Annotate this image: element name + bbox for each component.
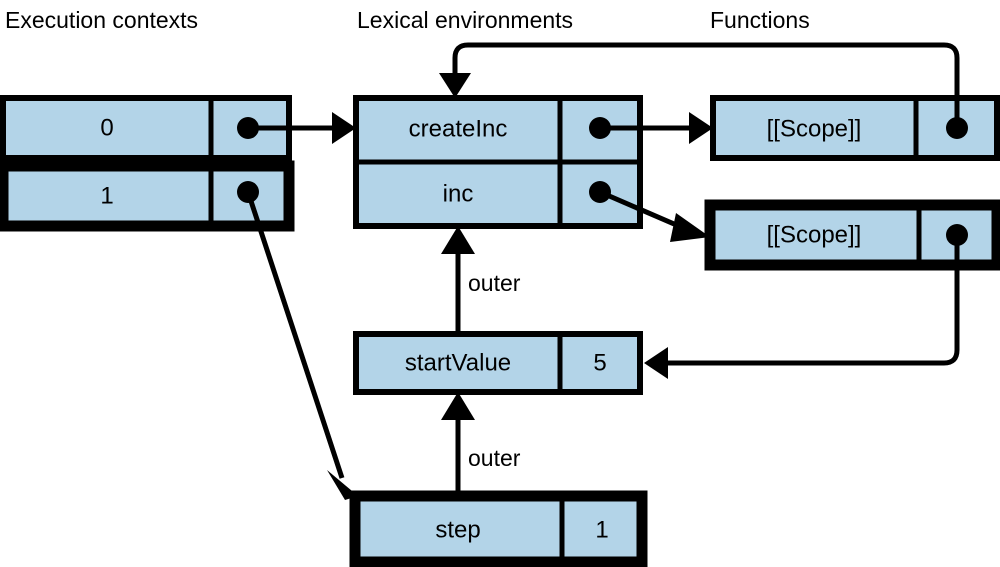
startvalue-fill xyxy=(356,334,640,392)
arrowhead-ec0-to-createinc xyxy=(332,112,356,144)
scope1-key: [[Scope]] xyxy=(767,115,862,142)
lexical-environment-global: createInc inc xyxy=(353,95,643,229)
edge-ec1-to-step xyxy=(245,191,358,500)
table-row: 1 xyxy=(0,160,295,232)
lexical-environment-createinc: startValue 5 xyxy=(353,331,643,395)
edge-ec0-to-createinc xyxy=(248,112,356,144)
edge-startvalue-outer-to-inc: outer xyxy=(441,226,521,334)
ec-row1-border-highlighted xyxy=(0,160,295,232)
edge-label-outer-startvalue: outer xyxy=(468,270,521,296)
le-global-row0-key: createInc xyxy=(409,115,508,142)
scope2-key: [[Scope]] xyxy=(767,221,862,248)
step-border-highlighted xyxy=(349,490,648,567)
step-value: 1 xyxy=(595,516,608,543)
edge-step-outer-to-startvalue: outer xyxy=(441,392,521,496)
startvalue-border xyxy=(353,331,643,395)
step-fill xyxy=(355,496,642,562)
startvalue-key: startValue xyxy=(405,349,511,376)
edge-scope2-to-startvalue xyxy=(644,235,960,379)
arrowhead-step-outer xyxy=(441,392,475,420)
le-global-row1-key: inc xyxy=(443,180,474,207)
arrowhead-scope1-to-global-env xyxy=(439,73,471,98)
step-key: step xyxy=(435,516,480,543)
function-inc: [[Scope]] xyxy=(704,199,1000,271)
execution-contexts-table: 0 1 xyxy=(0,95,295,232)
arrowhead-createinc-to-scope1 xyxy=(689,112,713,144)
arrowhead-ec1-to-step xyxy=(327,470,358,500)
startvalue-value: 5 xyxy=(593,349,606,376)
arrowhead-inc-to-scope2 xyxy=(670,213,710,242)
arrowhead-startvalue-outer xyxy=(441,226,475,254)
column-title-execution-contexts: Execution contexts xyxy=(5,7,198,33)
edge-createinc-to-scope1 xyxy=(600,112,713,144)
edge-label-outer-step: outer xyxy=(468,445,521,471)
ec-row1-key: 1 xyxy=(100,182,113,209)
edge-scope1-to-global-env xyxy=(439,42,960,128)
table-row: 0 xyxy=(0,95,292,161)
lexical-environment-inc: step 1 xyxy=(349,490,648,567)
edge-inc-to-scope2 xyxy=(599,189,710,242)
column-title-lexical-environments: Lexical environments xyxy=(357,7,573,33)
column-title-functions: Functions xyxy=(710,7,810,33)
ec-row0-key: 0 xyxy=(100,114,113,141)
arrowhead-scope2-to-startvalue xyxy=(644,347,668,379)
function-createinc: [[Scope]] xyxy=(710,95,1000,161)
scope2-border-highlighted xyxy=(704,199,1000,271)
